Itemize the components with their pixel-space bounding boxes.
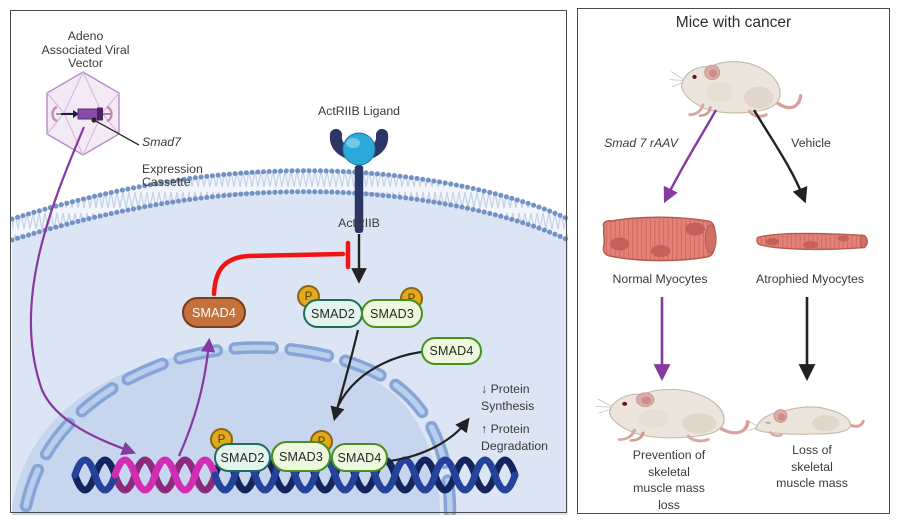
aav-capsid-icon: [46, 71, 140, 156]
vehicle-arrow: [752, 109, 808, 204]
smad4-inhibitor-pill: SMAD4: [182, 297, 246, 328]
expression-cassette-icon: [51, 105, 113, 123]
loss-outcome-label: Loss of skeletal muscle mass: [776, 443, 848, 490]
cassette-label: Smad7 Expression Cassette: [142, 122, 237, 203]
smad4-free-pill: SMAD4: [421, 337, 482, 365]
vehicle-label: Vehicle: [791, 136, 831, 150]
cell-membrane: [11, 168, 569, 243]
aav-delivery-arrow: [29, 126, 137, 456]
receptor-label: ActRIIB: [338, 216, 380, 230]
normal-myocytes-label: Normal Myocytes: [612, 272, 708, 286]
smad-complex-to-nucleus-arrow: [330, 329, 360, 422]
dna-smad7-insert: [111, 456, 219, 494]
smad7-expression-arrow: [177, 337, 216, 457]
smad2-pill: SMAD2: [303, 299, 363, 328]
inhibition-arrow: [211, 240, 351, 297]
smad7-raav-label: Smad 7 rAAV: [604, 136, 678, 150]
nuclear-envelope: [19, 341, 457, 515]
right-panel-border: [577, 8, 890, 514]
cassette-gene-name: Smad7: [142, 134, 181, 149]
prevention-outcome-label: Prevention of skeletal muscle mass loss: [632, 448, 706, 512]
smad2-dna-pill: SMAD2: [214, 443, 271, 472]
cassette-pointer-line: [93, 119, 140, 146]
smad3-dna-pill: SMAD3: [271, 441, 331, 472]
cassette-label-text: Expression Cassette: [142, 161, 203, 189]
smad7-raav-arrow: [663, 109, 718, 204]
atrophied-myocytes-label: Atrophied Myocytes: [756, 272, 864, 286]
smad3-pill: SMAD3: [361, 299, 423, 328]
protein-synthesis-label: ↓ Protein Synthesis: [481, 382, 535, 413]
right-panel-title: Mice with cancer: [675, 14, 792, 31]
protein-degradation-label: ↑ Protein Degradation: [481, 422, 548, 453]
normal-myocyte-icon: [602, 216, 717, 262]
atrophied-myocyte-icon: [756, 232, 868, 251]
smad4-join-arrow: [337, 350, 422, 407]
left-panel-border: [10, 10, 567, 513]
ligand-label: ActRIIB Ligand: [317, 104, 401, 118]
smad4-dna-pill: SMAD4: [331, 443, 388, 472]
transcription-effect-arrow: [389, 417, 470, 463]
actriib-receptor-icon: [330, 129, 388, 233]
aav-label: Adeno Associated Viral Vector: [41, 29, 130, 70]
